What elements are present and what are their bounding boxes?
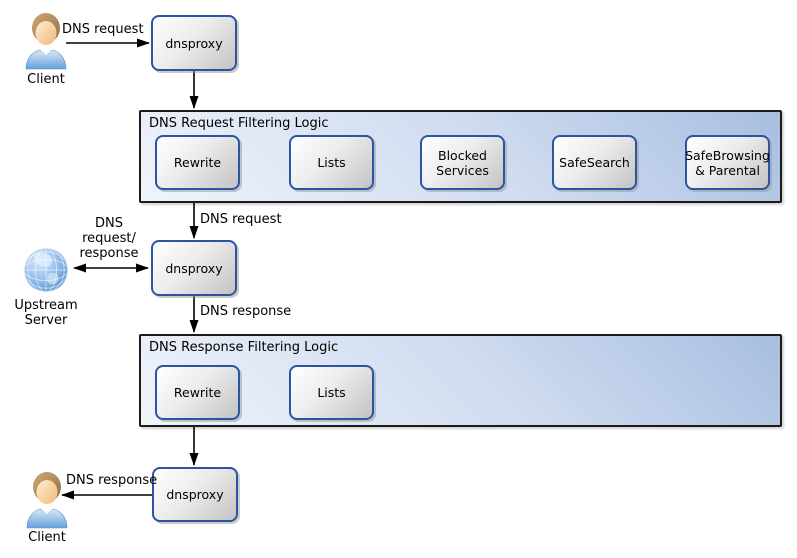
upstream-label-line2: Server — [24, 313, 68, 328]
dnsproxy-top-label: dnsproxy — [165, 35, 223, 51]
rewrite-label: Rewrite — [173, 155, 222, 170]
person-icon-bottom — [26, 471, 68, 533]
edge-label-dns-response-bottom: DNS response — [66, 473, 158, 488]
person-icon — [25, 12, 67, 74]
client-bottom-label: Client — [28, 530, 66, 545]
blocked-services-label: Blocked Services — [436, 147, 489, 178]
dnsproxy-bottom-label: dnsproxy — [166, 487, 224, 502]
dnsproxy-bottom-node: dnsproxy — [152, 467, 238, 522]
upstream-edge-line1: DNS — [95, 216, 123, 231]
lists-label: Lists — [317, 155, 346, 170]
response-filtering-title: DNS Response Filtering Logic — [149, 340, 339, 355]
dnsproxy-top-node: dnsproxy — [151, 15, 237, 71]
edge-label-dns-response-mid: DNS response — [200, 304, 292, 319]
safebrowsing-parental-node: SafeBrowsing & Parental — [685, 135, 770, 190]
rewrite-node-response: Rewrite — [155, 365, 240, 420]
upstream-server-label: Upstream Server — [6, 298, 86, 328]
rewrite-response-label: Rewrite — [173, 385, 222, 400]
upstream-label-line1: Upstream — [14, 298, 78, 313]
lists-response-label: Lists — [317, 385, 346, 400]
request-filtering-title: DNS Request Filtering Logic — [149, 116, 329, 131]
rewrite-node-request: Rewrite — [155, 135, 240, 190]
globe-icon — [22, 246, 70, 298]
client-top-label: Client — [27, 72, 65, 87]
dnsproxy-mid-node: dnsproxy — [151, 240, 237, 296]
lists-node-response: Lists — [289, 365, 374, 420]
safesearch-label: SafeSearch — [559, 155, 630, 170]
lists-node-request: Lists — [289, 135, 374, 190]
dnsproxy-mid-label: dnsproxy — [165, 260, 223, 276]
edge-label-dns-request-top: DNS request — [62, 22, 144, 37]
safesearch-node: SafeSearch — [552, 135, 637, 190]
request-filtering-container: DNS Request Filtering Logic Rewrite List… — [139, 110, 782, 203]
safebrowsing-parental-label: SafeBrowsing & Parental — [685, 147, 770, 178]
upstream-edge-line2: request/ — [82, 231, 136, 246]
blocked-services-node: Blocked Services — [420, 135, 505, 190]
edge-label-upstream: DNS request/ response — [76, 216, 142, 261]
response-filtering-container: DNS Response Filtering Logic Rewrite Lis… — [139, 334, 782, 427]
upstream-edge-line3: response — [79, 246, 139, 261]
edge-label-dns-request-mid: DNS request — [200, 212, 282, 227]
